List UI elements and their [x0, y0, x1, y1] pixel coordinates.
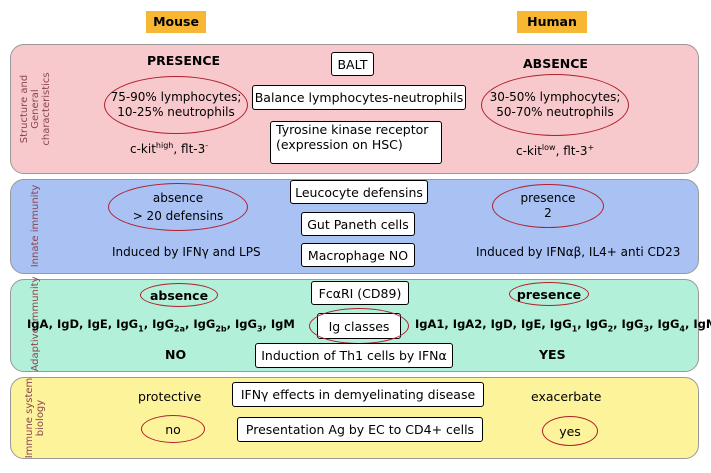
mouse-defensins-oval: absence > 20 defensins: [108, 183, 248, 231]
structure-section-label: Structure and General characteristics: [18, 72, 52, 146]
presentation-ag-box: Presentation Ag by EC to CD4+ cells: [237, 417, 483, 442]
mouse-lymphocytes: 75-90% lymphocytes;: [110, 90, 242, 104]
mouse-no-oval: no: [141, 415, 205, 443]
mouse-ig-classes: IgA, IgD, IgE, IgG1, IgG2a, IgG2b, IgG3,…: [27, 317, 295, 334]
balance-box: Balance lymphocytes-neutrophils: [252, 85, 466, 110]
mouse-th1-answer: NO: [165, 347, 187, 362]
human-fcari-oval: presence: [509, 282, 589, 306]
human-ig-classes: IgA1, IgA2, IgD, IgE, IgG1, IgG2, IgG3, …: [415, 317, 711, 334]
biology-section-label: Immune system biology: [24, 377, 46, 459]
mouse-blood-oval: 75-90% lymphocytes; 10-25% neutrophils: [104, 76, 248, 134]
human-blood-oval: 30-50% lymphocytes; 50-70% neutrophils: [481, 74, 629, 136]
tyrosine-kinase-box: Tyrosine kinase receptor (expression on …: [270, 121, 442, 164]
tyrosine-kinase-line1: Tyrosine kinase receptor: [276, 122, 429, 137]
innate-section-label: Innate immunity: [29, 184, 41, 268]
fcari-box: FcαRI (CD89): [311, 281, 409, 305]
mouse-induced: Induced by IFNγ and LPS: [112, 245, 261, 259]
human-ckit: c-kitlow, flt-3+: [516, 143, 595, 158]
tyrosine-kinase-line2: (expression on HSC): [276, 137, 403, 152]
human-defensins-presence: presence: [520, 191, 576, 205]
human-header: Human: [517, 11, 587, 33]
ifng-demyelinating-box: IFNγ effects in demyelinating disease: [232, 382, 484, 407]
human-lymphocytes: 30-50% lymphocytes;: [489, 90, 621, 104]
ig-classes-oval: [309, 308, 409, 344]
human-yes-oval: yes: [542, 416, 598, 446]
human-neutrophils: 50-70% neutrophils: [496, 105, 614, 119]
mouse-fcari-oval: absence: [140, 283, 218, 307]
human-defensins-oval: presence 2: [492, 184, 604, 228]
human-defensins-count: 2: [544, 206, 552, 220]
human-exacerbate: exacerbate: [531, 389, 602, 404]
gut-paneth-box: Gut Paneth cells: [301, 212, 415, 236]
human-absence-title: ABSENCE: [523, 56, 588, 71]
human-induced: Induced by IFNαβ, IL4+ anti CD23: [476, 245, 681, 259]
balt-box: BALT: [331, 52, 374, 76]
mouse-defensins-absence: absence: [152, 190, 204, 205]
mouse-header: Mouse: [146, 11, 206, 33]
macrophage-no-box: Macrophage NO: [301, 243, 415, 267]
mouse-protective: protective: [138, 389, 202, 404]
mouse-defensins-count: > 20 defensins: [132, 208, 224, 223]
mouse-presence-title: PRESENCE: [147, 53, 221, 68]
leucocyte-defensins-box: Leucocyte defensins: [290, 180, 428, 204]
mouse-neutrophils: 10-25% neutrophils: [117, 105, 235, 119]
th1-induction-box: Induction of Th1 cells by IFNα: [255, 343, 453, 368]
human-th1-answer: YES: [539, 347, 566, 362]
mouse-ckit: c-kithigh, flt-3-: [130, 141, 209, 156]
